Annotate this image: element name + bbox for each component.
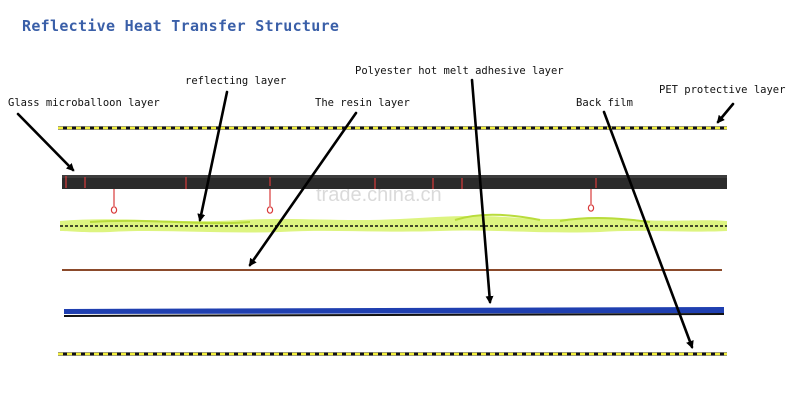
- arrow-resin: [248, 111, 358, 267]
- adhesive-layer: [63, 307, 725, 317]
- label-pet-protective: PET protective layer: [659, 84, 785, 96]
- arrow-adhesive: [470, 78, 494, 304]
- arrow-pet-protective: [716, 102, 735, 124]
- reflecting-layer: [60, 213, 727, 233]
- label-back-film: Back film: [576, 97, 633, 109]
- arrow-back-film: [602, 110, 694, 349]
- label-resin: The resin layer: [315, 97, 410, 109]
- arrow-glass-microballoon: [16, 112, 75, 172]
- arrow-reflecting: [197, 90, 229, 222]
- label-glass-microballoon: Glass microballoon layer: [8, 97, 160, 109]
- diagram-title: Reflective Heat Transfer Structure: [22, 17, 339, 35]
- watermark: trade.china.cn: [316, 184, 442, 206]
- pointer-arrows: [16, 78, 735, 349]
- glass-microballoon-layer: [62, 175, 727, 214]
- label-reflecting: reflecting layer: [185, 75, 286, 87]
- glass-drops: [65, 176, 597, 214]
- label-adhesive: Polyester hot melt adhesive layer: [355, 65, 564, 77]
